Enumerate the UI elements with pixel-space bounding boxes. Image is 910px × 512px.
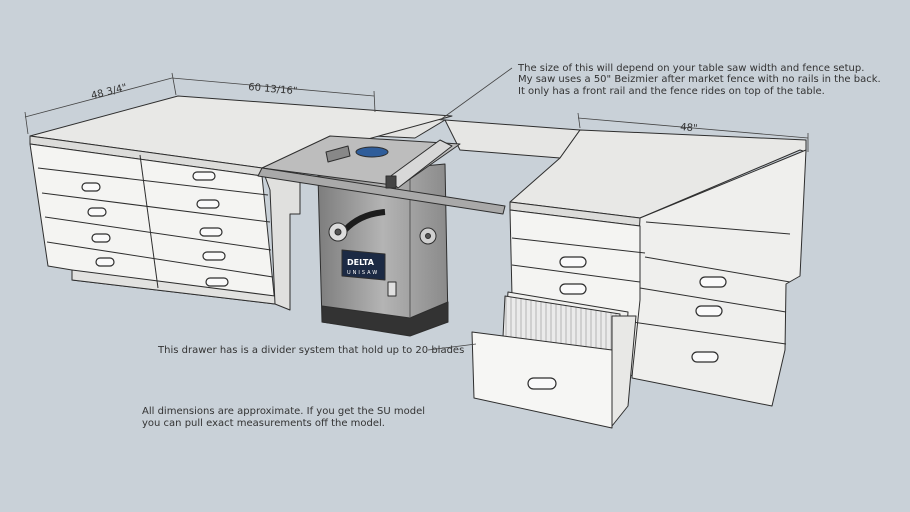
miter-gauge xyxy=(325,145,351,163)
bevel-scale-arc xyxy=(342,209,386,233)
drawer-pull xyxy=(699,276,727,288)
drawer-note-leader xyxy=(427,343,477,351)
fence-note-line3: It only has a front rail and the fence r… xyxy=(518,86,825,97)
disclaimer-line2: you can pull exact measurements off the … xyxy=(142,418,385,429)
power-switch xyxy=(387,281,397,297)
saw-brand-label: DELTA xyxy=(347,258,375,267)
drawer-pull xyxy=(691,351,719,363)
left-depth-dimension: 48 3/4" xyxy=(90,82,128,102)
fence-handle xyxy=(385,175,397,189)
left-cabinet-column-divider xyxy=(139,154,159,289)
saw-width-dimension: 60 13/16" xyxy=(248,82,298,97)
drawer-pull xyxy=(559,256,587,268)
rear-extension-top xyxy=(444,119,581,159)
drawer-pull xyxy=(202,251,226,261)
drawer-pull xyxy=(196,199,220,209)
blade-insert xyxy=(355,146,389,158)
drawer-note: This drawer has is a divider system that… xyxy=(157,345,464,356)
left-depth-dimension-line xyxy=(24,77,173,118)
disclaimer-line1: All dimensions are approximate. If you g… xyxy=(142,406,425,417)
front-fence-rail xyxy=(257,167,506,215)
drawer-pull xyxy=(199,227,223,237)
delta-badge xyxy=(341,249,386,281)
drawer-pull xyxy=(527,377,557,390)
drawer-pull xyxy=(91,233,111,243)
right-width-dimension-line xyxy=(577,117,809,139)
right-width-dimension: 48" xyxy=(680,122,698,134)
drawer-pull xyxy=(695,305,723,317)
fence-note-leader xyxy=(439,67,513,121)
drawer-pull xyxy=(205,277,229,287)
saw-width-dimension-line xyxy=(171,77,375,97)
drawer-pull xyxy=(192,171,216,181)
drawer-pull xyxy=(81,182,101,192)
saw-model-label: UNISAW xyxy=(347,270,379,276)
drawer-pull xyxy=(87,207,107,217)
drawer-pull xyxy=(95,257,115,267)
drawer-pull xyxy=(559,283,587,295)
fence-note-line1: The size of this will depend on your tab… xyxy=(517,63,864,74)
fence-note-line2: My saw uses a 50" Beizmier after market … xyxy=(518,74,881,85)
